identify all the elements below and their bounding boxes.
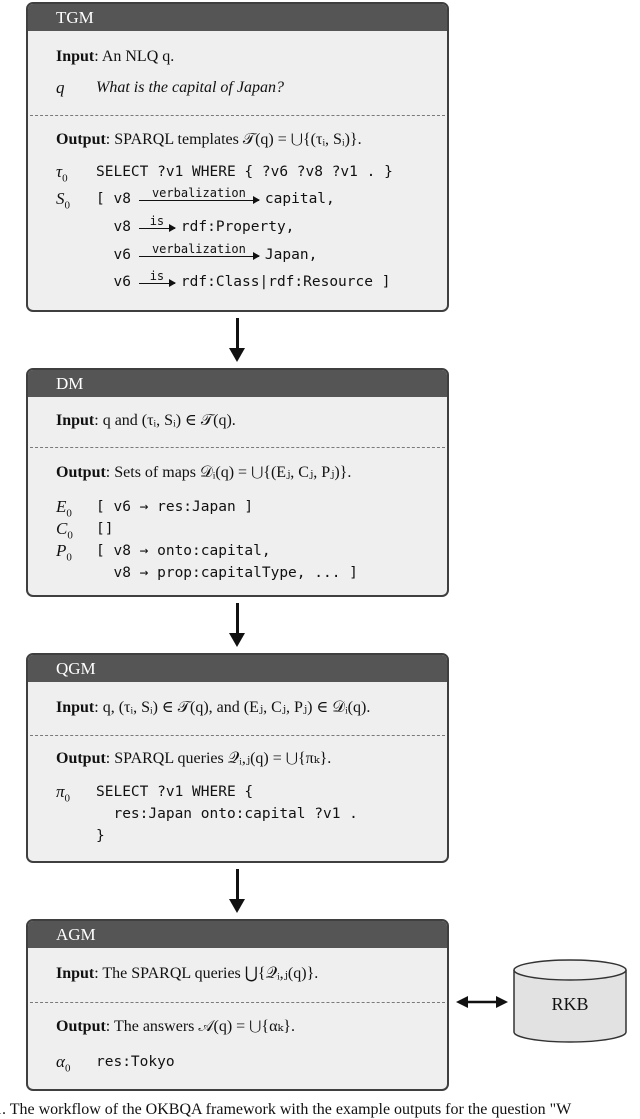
dm-map-code: v8 → prop:capitalType, ... ] [96,565,358,581]
tgm-tau-symbol: τ0 [56,162,68,185]
tgm-title: TGM [28,4,447,31]
qgm-input-label: Input [56,699,95,716]
dm-map-code: [ v6 → res:Japan ] [96,499,254,515]
agm-title: AGM [28,921,447,948]
qgm-input: Input: q, (τᵢ, Sᵢ) ∈ 𝒯(q), and (Eⱼ, Cⱼ, … [56,697,370,719]
qgm-divider [30,735,445,736]
labeled-arrow-icon: verbalization [138,242,260,259]
tgm-slot-code: [ v8 verbalization capital, [96,186,335,210]
tgm-input-label: Input [56,48,95,65]
tgm-output: Output: SPARQL templates 𝒯(q) = ⋃{(τᵢ, S… [56,129,362,151]
arrow-label: verbalization [151,241,246,256]
dm-output-text: : Sets of maps 𝒟ᵢ(q) = ⋃{(Eⱼ, Cⱼ, Pⱼ)}. [105,464,352,481]
tgm-question-example: What is the capital of Japan? [96,79,284,96]
labeled-arrow-icon: verbalization [138,186,260,203]
qgm-query-line-1: SELECT ?v1 WHERE { [96,784,254,800]
tgm-module: TGM Input: An NLQ q. q What is the capit… [26,2,449,312]
arrow-label: is [149,268,165,283]
dm-title: DM [28,370,447,397]
tgm-slot-value: Japan, [264,247,318,263]
tgm-divider [30,115,445,116]
dm-map-symbol: C0 [56,519,73,542]
agm-output: Output: The answers 𝒜(q) = ⋃{αₖ}. [56,1016,295,1038]
tgm-output-label: Output [56,131,106,148]
qgm-query-line-2: res:Japan onto:capital ?v1 . [96,806,358,822]
agm-input-text: : The SPARQL queries ⋃{𝒬ᵢ,ⱼ(q)}. [94,965,319,982]
labeled-arrow-icon: is [138,214,176,231]
tgm-q-symbol: q [56,78,65,97]
agm-alpha-symbol: α0 [56,1052,71,1075]
dm-map-symbol: P0 [56,541,72,564]
dm-input-text: : q and (τᵢ, Sᵢ) ∈ 𝒯(q). [94,412,236,429]
tgm-input-text: : An NLQ q. [94,48,175,65]
tgm-input: Input: An NLQ q. [56,46,174,68]
tgm-slot-variable: v6 [96,247,131,263]
tgm-slot-code: v6 is rdf:Class|rdf:Resource ] [96,269,391,293]
agm-input: Input: The SPARQL queries ⋃{𝒬ᵢ,ⱼ(q)}. [56,963,318,985]
dm-output-label: Output [56,464,106,481]
agm-module: AGM Input: The SPARQL queries ⋃{𝒬ᵢ,ⱼ(q)}… [26,919,449,1091]
qgm-output-label: Output [56,750,106,767]
double-arrow [456,996,508,1008]
tgm-s-symbol: S0 [56,189,70,212]
qgm-pi-symbol: π0 [56,782,71,805]
qgm-title: QGM [28,655,447,682]
qgm-output-text: : SPARQL queries 𝒬ᵢ,ⱼ(q) = ⋃{πₖ}. [105,750,332,767]
dm-input: Input: q and (τᵢ, Sᵢ) ∈ 𝒯(q). [56,410,236,432]
flow-arrow-dm-qgm [229,603,245,647]
agm-divider [30,1002,445,1003]
dm-map-code: [ v8 → onto:capital, [96,543,271,559]
dm-divider [30,447,445,448]
agm-input-label: Input [56,965,95,982]
tgm-slot-variable: v6 [96,274,131,290]
tgm-slot-variable: [ v8 [96,191,131,207]
tgm-slot-variable: v8 [96,219,131,235]
dm-map-symbol: E0 [56,497,72,520]
tgm-slot-code: v8 is rdf:Property, [96,214,295,238]
rkb-label: RKB [551,994,589,1014]
qgm-query-line-3: } [96,828,105,844]
agm-output-text: : The answers 𝒜(q) = ⋃{αₖ}. [105,1018,295,1035]
flow-arrow-tgm-dm [229,318,245,362]
labeled-arrow-icon: is [138,269,176,286]
dm-module: DM Input: q and (τᵢ, Sᵢ) ∈ 𝒯(q). Output:… [26,368,449,597]
qgm-module: QGM Input: q, (τᵢ, Sᵢ) ∈ 𝒯(q), and (Eⱼ, … [26,653,449,863]
tgm-template-code: SELECT ?v1 WHERE { ?v6 ?v8 ?v1 . } [96,164,393,180]
tgm-slot-code: v6 verbalization Japan, [96,242,318,266]
arrow-label: verbalization [151,185,246,200]
dm-output: Output: Sets of maps 𝒟ᵢ(q) = ⋃{(Eⱼ, Cⱼ, … [56,462,351,484]
arrow-label: is [149,213,165,228]
dm-input-label: Input [56,412,95,429]
qgm-output: Output: SPARQL queries 𝒬ᵢ,ⱼ(q) = ⋃{πₖ}. [56,748,331,770]
tgm-slot-value: rdf:Class|rdf:Resource ] [180,274,391,290]
figure-caption: 1. The workflow of the OKBQA framework w… [0,1101,572,1118]
agm-answer-code: res:Tokyo [96,1054,175,1070]
qgm-input-text: : q, (τᵢ, Sᵢ) ∈ 𝒯(q), and (Eⱼ, Cⱼ, Pⱼ) ∈… [94,699,371,716]
tgm-slot-value: capital, [264,191,335,207]
agm-output-label: Output [56,1018,106,1035]
rkb-database-icon [513,959,627,1043]
dm-map-code: [] [96,521,114,537]
flow-arrow-qgm-agm [229,869,245,913]
tgm-slot-value: rdf:Property, [180,219,295,235]
tgm-output-text: : SPARQL templates 𝒯(q) = ⋃{(τᵢ, Sᵢ)}. [105,131,362,148]
